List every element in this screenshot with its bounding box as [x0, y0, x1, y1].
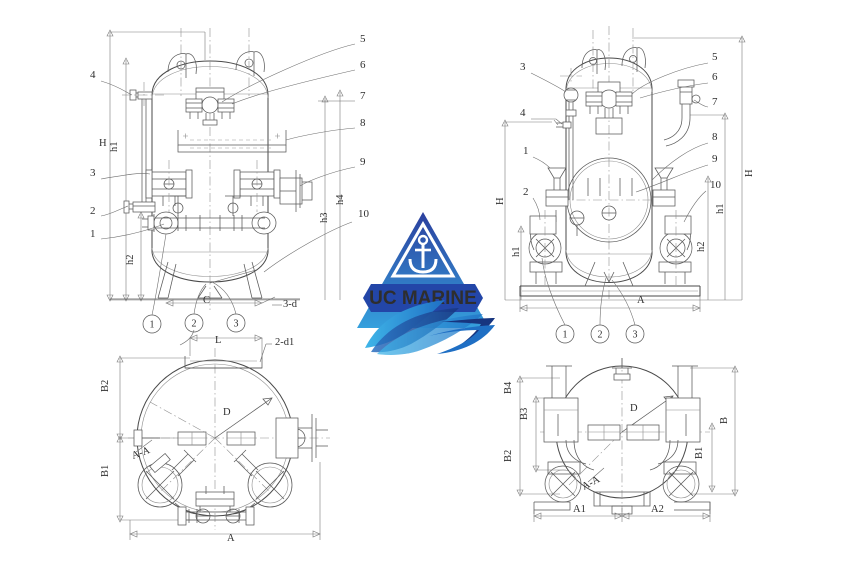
dimension-label-H: H	[495, 197, 506, 205]
item-number-7: 7	[712, 96, 718, 108]
item-number-5: 5	[712, 51, 718, 63]
dimension-label-B2: B2	[503, 450, 514, 462]
anchor-icon	[408, 234, 438, 274]
dimension-label-3-d: 3-d	[283, 299, 298, 310]
dimension-label-D: D	[630, 403, 638, 414]
item-number-3: 3	[90, 167, 96, 179]
item-number-4: 4	[90, 69, 96, 81]
dimension-label-h1: h1	[715, 204, 726, 215]
dimension-label-A1: A1	[573, 504, 586, 515]
dimension-label-h4: h4	[335, 194, 346, 205]
dimension-label-A: A	[637, 295, 645, 306]
balloon-3: 3	[234, 319, 239, 330]
balloon-1: 1	[150, 320, 155, 331]
dimension-label-h2: h2	[696, 242, 707, 253]
balloon-3: 3	[633, 330, 638, 341]
view-plan-alternate: A-A	[516, 358, 739, 522]
item-number-2: 2	[90, 205, 96, 217]
dimension-label-A: A	[227, 533, 235, 544]
item-number-5: 5	[360, 33, 366, 45]
dimension-label-B4: B4	[503, 381, 514, 394]
item-number-9: 9	[360, 156, 366, 168]
item-number-8: 8	[712, 131, 718, 143]
dimension-label-A2: A2	[651, 504, 664, 515]
dimension-label-B: B	[719, 417, 730, 424]
logo-text: UC MARINE	[369, 288, 477, 309]
svg-text:A-A: A-A	[130, 445, 152, 462]
dimension-label-B3: B3	[519, 408, 530, 420]
item-number-3: 3	[520, 61, 526, 73]
dimension-label-B1: B1	[100, 465, 111, 477]
item-number-8: 8	[360, 117, 366, 129]
left-pump-group	[528, 167, 569, 286]
dimension-label-B1: B1	[694, 447, 705, 459]
item-number-6: 6	[712, 71, 718, 83]
dimension-label-H: H	[744, 169, 755, 177]
dimension-label-C: C	[203, 295, 210, 306]
item-number-7: 7	[360, 90, 366, 102]
dimension-label-H: H	[99, 138, 107, 149]
dimension-label-h3: h3	[319, 213, 330, 224]
dimension-label-D: D	[223, 407, 231, 418]
item-number-10: 10	[710, 179, 722, 191]
dimension-label-h1: h1	[109, 142, 120, 153]
item-number-1: 1	[90, 228, 96, 240]
view-side-elevation	[501, 26, 746, 344]
view-plan: A-A	[116, 334, 330, 540]
view-front-elevation	[100, 28, 356, 346]
item-number-9: 9	[712, 153, 718, 165]
dimension-label-h2: h2	[125, 255, 136, 266]
item-number-1: 1	[523, 145, 529, 157]
item-number-10: 10	[358, 208, 370, 220]
balloon-2: 2	[192, 319, 197, 330]
right-pump-group	[652, 167, 693, 286]
balloon-2: 2	[598, 330, 603, 341]
item-number-6: 6	[360, 59, 366, 71]
item-number-2: 2	[523, 186, 529, 198]
dimension-label-2-d1: 2-d1	[275, 337, 294, 348]
uc-marine-logo: UC MARINE	[337, 196, 509, 356]
dimension-label-h1: h1	[511, 247, 522, 258]
balloon-1: 1	[563, 330, 568, 341]
dimension-label-B2: B2	[100, 380, 111, 392]
dimension-label-L: L	[215, 335, 221, 346]
item-number-4: 4	[520, 107, 526, 119]
